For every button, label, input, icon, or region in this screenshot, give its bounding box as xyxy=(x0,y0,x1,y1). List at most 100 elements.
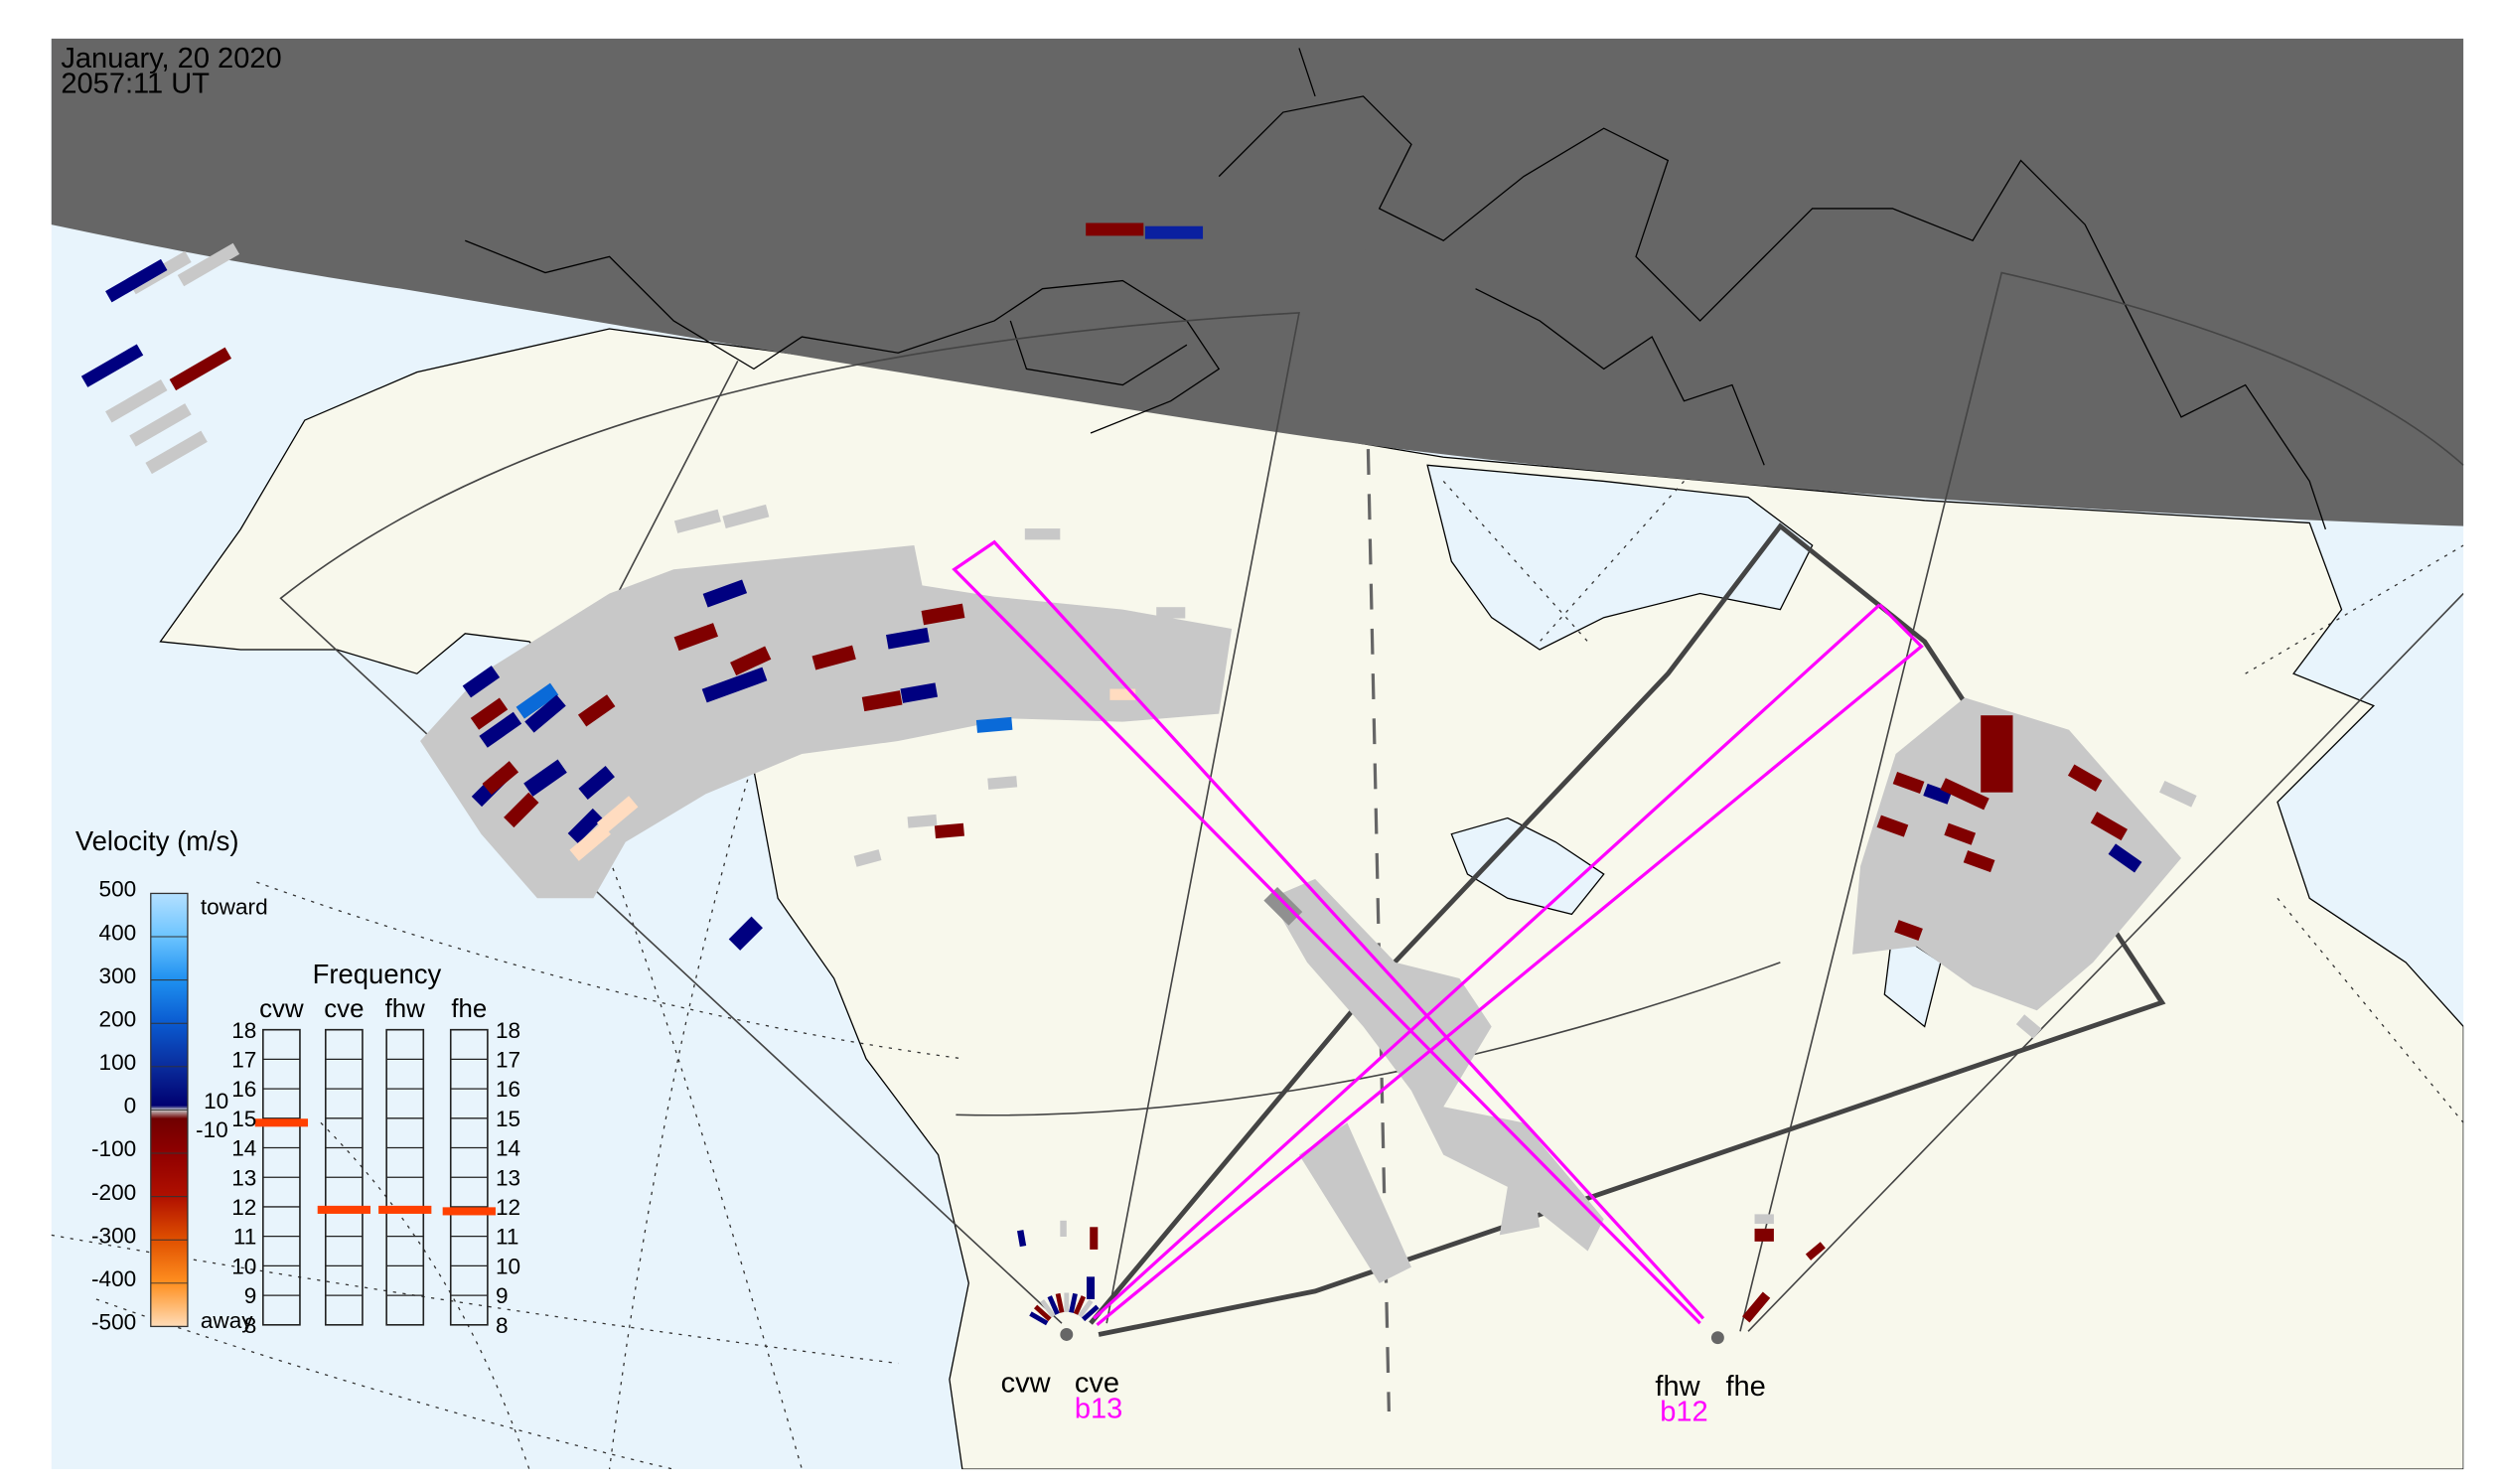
freq-tick-right: 14 xyxy=(496,1136,520,1161)
echo-cell xyxy=(1086,1276,1096,1299)
echo-cell xyxy=(728,916,763,951)
echo-cell xyxy=(1024,528,1061,540)
near-range-echo xyxy=(1081,1304,1100,1322)
echo-cell xyxy=(2090,812,2128,841)
echo-cell xyxy=(673,509,721,533)
time-label: 2057:11 UT xyxy=(61,69,210,100)
freq-tick-left: 13 xyxy=(231,1165,256,1190)
echo-cell xyxy=(169,347,232,391)
echo-cell xyxy=(907,814,938,828)
velocity-tick-label: 100 xyxy=(99,1050,137,1075)
velocity-tick-label: 200 xyxy=(99,1006,137,1031)
freq-tick-left: 8 xyxy=(244,1313,257,1338)
echo-cell xyxy=(504,792,539,828)
echo-cell xyxy=(811,645,856,670)
echo-cell xyxy=(1144,225,1204,239)
echo-cell xyxy=(730,646,772,676)
freq-tick-left: 17 xyxy=(231,1047,256,1072)
label-fhe: fhe xyxy=(1725,1371,1765,1403)
freq-column-label-cve: cve xyxy=(324,995,364,1023)
echo-cell xyxy=(482,761,519,796)
freq-tick-right: 8 xyxy=(496,1313,509,1338)
velocity-tick-label: -400 xyxy=(91,1266,136,1291)
freq-tick-right: 12 xyxy=(496,1195,520,1220)
beam-b12-fhw xyxy=(952,539,1705,1325)
echo-cell xyxy=(596,796,639,834)
ground-scatter-region xyxy=(1298,1122,1541,1283)
near-range-echo xyxy=(1055,1292,1065,1313)
freq-tick-right: 16 xyxy=(496,1077,520,1102)
freq-marker-fhe xyxy=(442,1207,496,1216)
near-range-echo xyxy=(1040,1299,1056,1318)
echo-cell xyxy=(861,690,903,712)
beam-lines xyxy=(952,539,1924,1327)
freq-column-label-fhe: fhe xyxy=(451,995,487,1023)
echo-cell xyxy=(701,667,768,703)
label-fhw: fhw xyxy=(1655,1371,1700,1403)
echo-cell xyxy=(900,682,939,703)
echo-cell xyxy=(1981,715,2013,793)
velocity-title: Velocity (m/s) xyxy=(75,825,239,856)
echo-cell xyxy=(577,694,616,727)
velocity-tick-label: -500 xyxy=(91,1310,136,1335)
near-range-echo xyxy=(1069,1292,1078,1313)
fhe-fov xyxy=(1739,271,2464,1332)
echo-cell xyxy=(1742,1291,1771,1323)
echo-cell xyxy=(1944,822,1977,845)
freq-tick-right: 17 xyxy=(496,1047,520,1072)
echo-cell xyxy=(1086,223,1144,236)
echo-cell xyxy=(1805,1242,1826,1261)
away-label: away xyxy=(201,1308,253,1333)
echo-cell xyxy=(578,766,615,800)
echo-cell xyxy=(462,666,501,698)
echo-cell xyxy=(524,694,566,733)
frequency-title: Frequency xyxy=(313,959,442,989)
freq-tick-right: 18 xyxy=(496,1018,520,1043)
echo-cell xyxy=(975,716,1013,733)
echo-cell xyxy=(80,344,144,387)
echo-cell xyxy=(2015,1014,2042,1039)
echo-cell xyxy=(2158,780,2197,808)
date-label: January, 20 2020 xyxy=(61,43,281,74)
freq-marker-cvw xyxy=(254,1118,309,1127)
velocity-tick-label: -100 xyxy=(91,1136,136,1161)
echo-cell xyxy=(2108,843,2142,873)
echo-cell xyxy=(853,849,882,867)
echo-cell xyxy=(1923,783,1952,805)
freq-marker-cve xyxy=(317,1205,371,1214)
toward-label: toward xyxy=(201,894,268,919)
echo-cell xyxy=(1301,916,1329,945)
freq-tick-left: 11 xyxy=(233,1225,256,1250)
echo-cell xyxy=(479,711,522,748)
echo-cell xyxy=(1060,1220,1067,1237)
cve-fov-highlight xyxy=(1089,522,2166,1337)
echo-cell xyxy=(1156,607,1186,619)
echo-cell xyxy=(145,430,208,475)
velocity-tick-label: -200 xyxy=(91,1180,136,1205)
echo-cell xyxy=(1754,1228,1774,1242)
near-range-echo xyxy=(1078,1299,1094,1318)
echo-cell xyxy=(934,822,964,839)
freq-column-label-fhw: fhw xyxy=(385,995,426,1023)
velocity-tick-label: 400 xyxy=(99,920,137,945)
gs-lower-label: -10 xyxy=(196,1117,228,1142)
echo-cell xyxy=(722,504,770,529)
echo-cell xyxy=(515,682,559,719)
echo-cell xyxy=(1090,1227,1099,1250)
echo-cell xyxy=(1263,886,1303,926)
velocity-colorbar: Velocity (m/s) 5004003002001000-100-200-… xyxy=(75,825,268,1335)
echo-cell xyxy=(886,627,930,650)
echo-cell xyxy=(673,623,719,652)
echo-cell xyxy=(470,697,509,730)
echo-cell xyxy=(105,378,168,423)
label-beam-b13: b13 xyxy=(1075,1393,1122,1424)
echo-cell xyxy=(987,776,1018,790)
label-beam-b12: b12 xyxy=(1660,1397,1707,1428)
velocity-tick-label: 0 xyxy=(124,1094,137,1118)
echo-cell xyxy=(569,822,611,861)
gs-upper-label: 10 xyxy=(204,1089,228,1113)
freq-column-label-cvw: cvw xyxy=(259,995,304,1023)
